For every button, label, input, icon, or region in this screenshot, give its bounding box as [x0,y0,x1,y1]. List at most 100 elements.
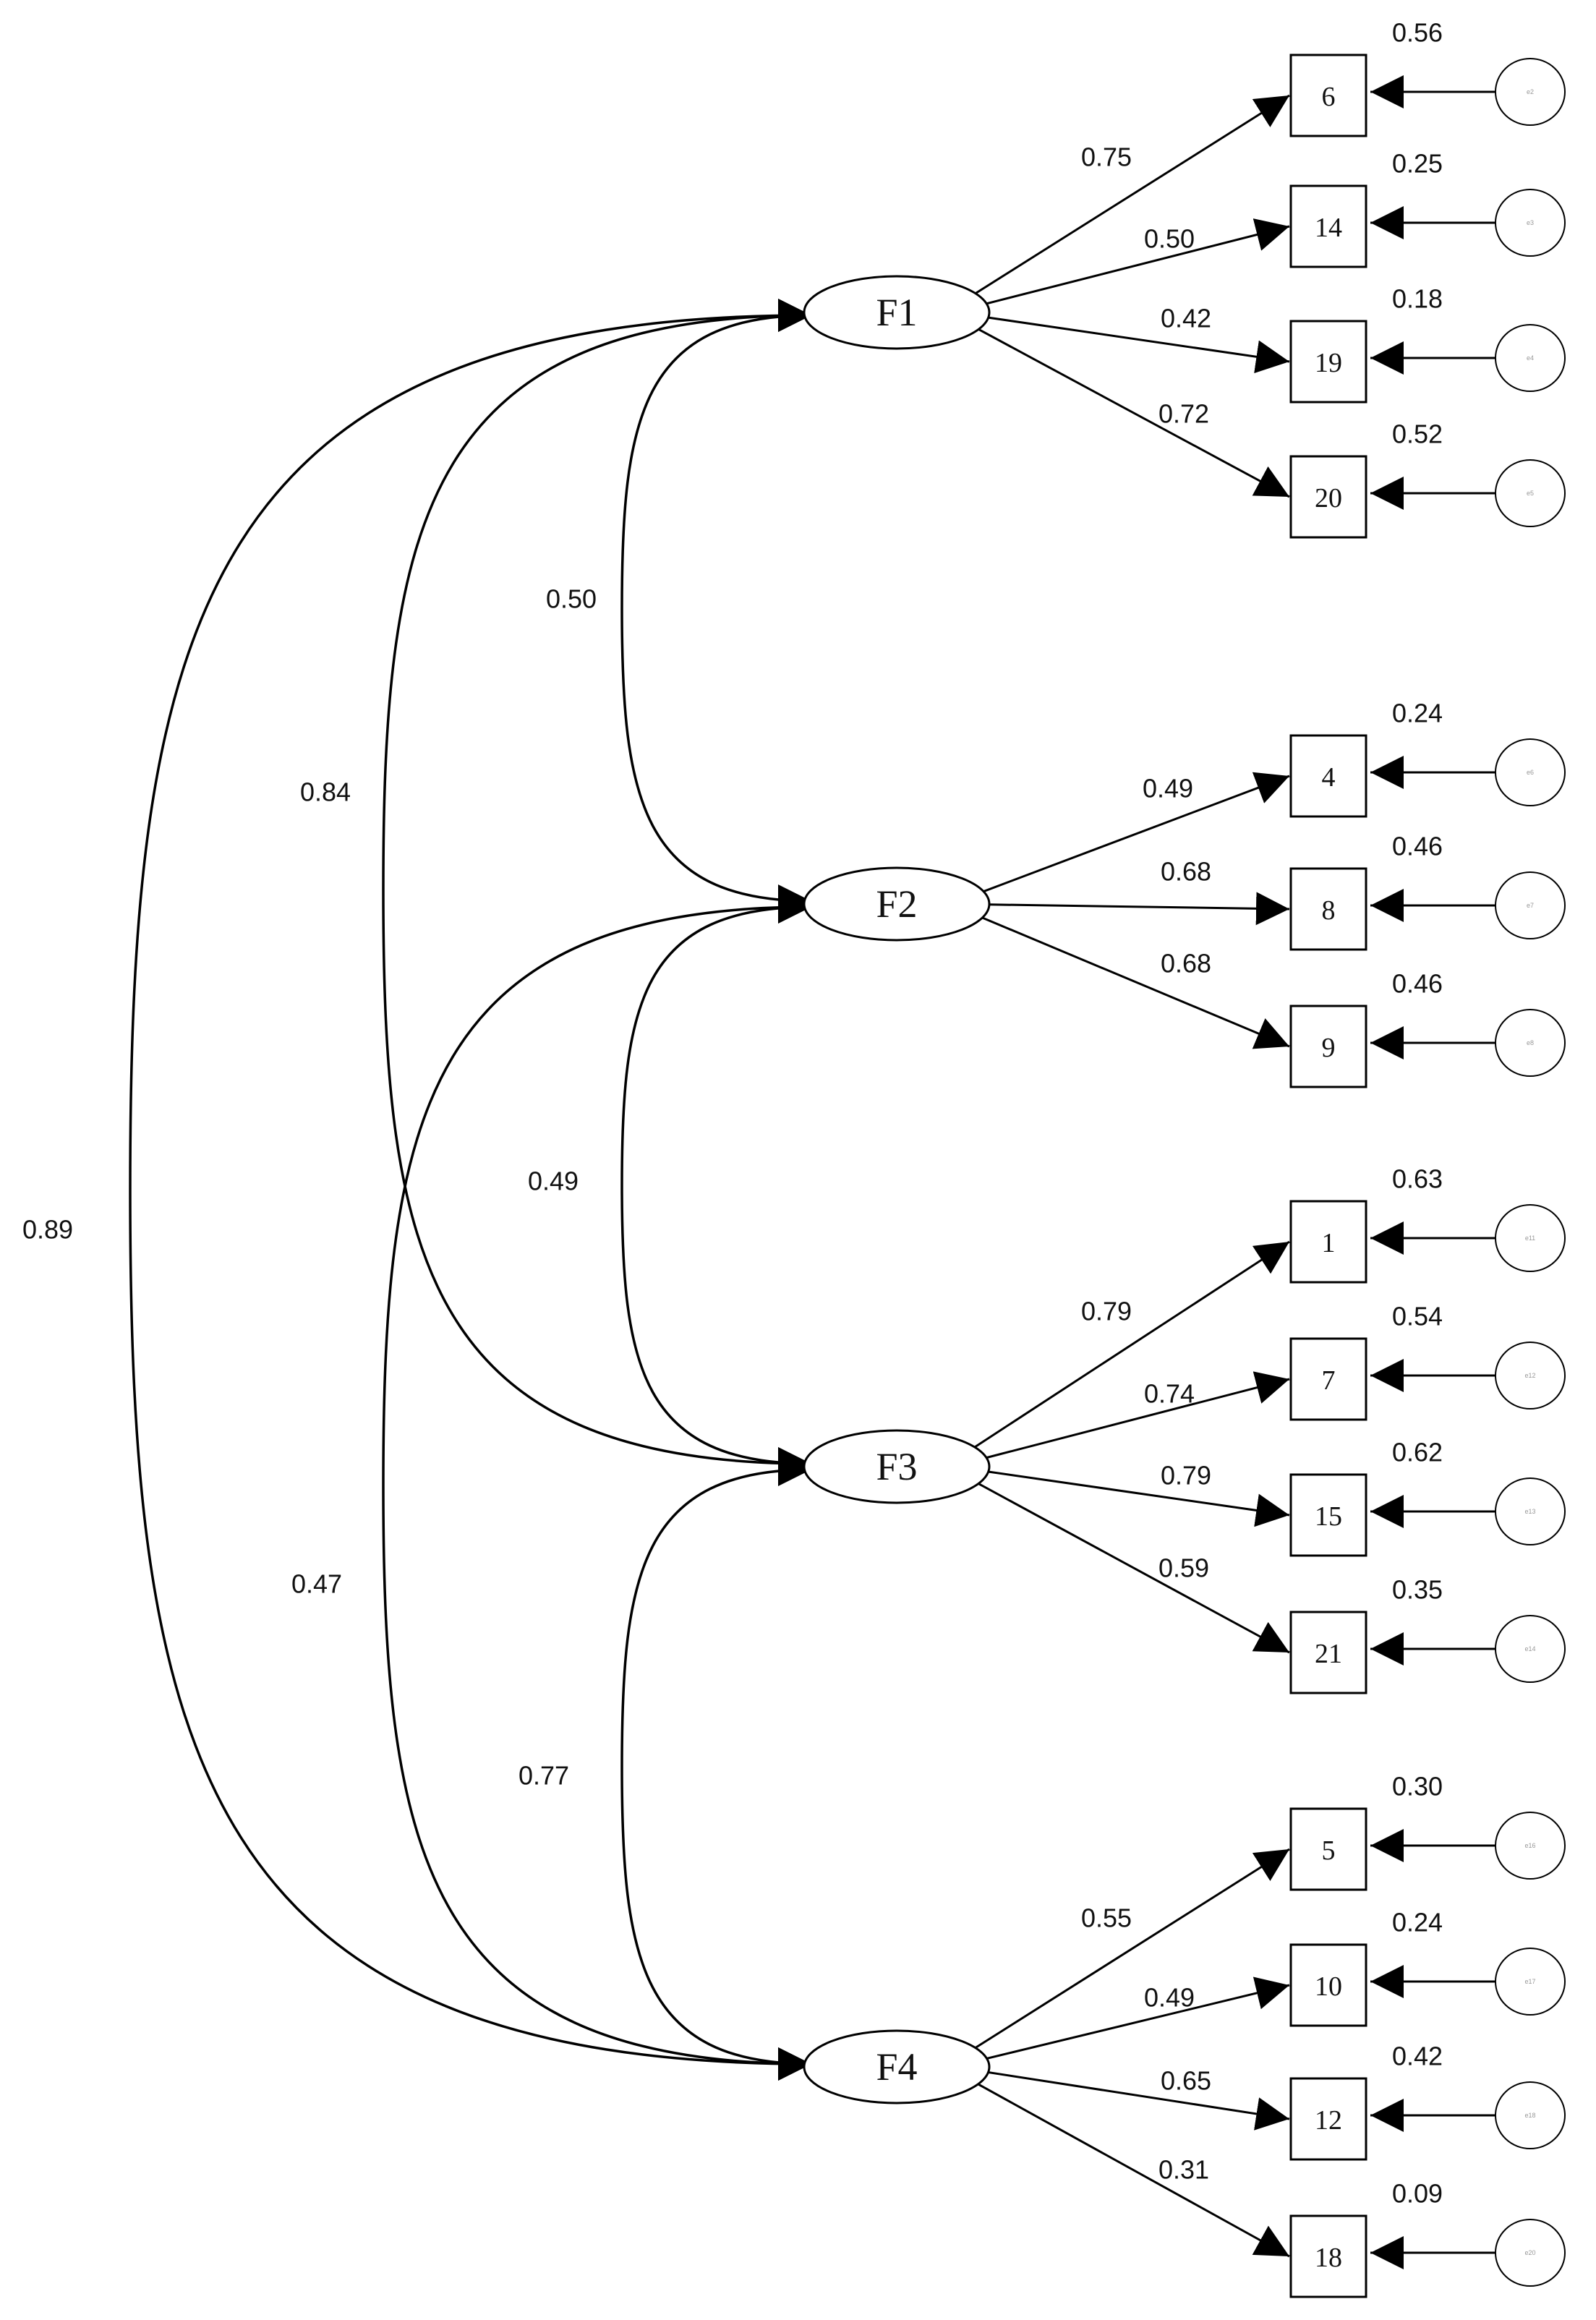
loading-label-F3-15: 0.79 [1161,1461,1211,1490]
correlation-label-F1-F3: 0.84 [300,777,351,807]
error-term-e8 [1495,1009,1566,1077]
loading-label-F1-20: 0.72 [1158,399,1209,429]
correlation-label-F2-F4: 0.47 [291,1569,342,1599]
item-label-12: 12 [1315,2105,1342,2136]
r-squared-label-15: 0.62 [1392,1438,1443,1467]
loading-label-F2-9: 0.68 [1161,949,1211,978]
item-label-19: 19 [1315,348,1342,378]
loading-label-F4-12: 0.65 [1161,2066,1211,2096]
loading-path-F4-12 [983,2070,1290,2131]
loading-path-F4-18 [974,2081,1290,2258]
item-label-8: 8 [1322,895,1336,926]
error-term-e20 [1495,2219,1566,2287]
r-squared-label-10: 0.24 [1392,1908,1443,1937]
error-label-e2: e2 [1527,88,1534,95]
factor-F1-label: F1 [876,291,917,334]
error-term-e11 [1495,1204,1566,1272]
loading-path-F1-14 [982,218,1290,306]
loading-label-F4-5: 0.55 [1081,1903,1132,1933]
loading-label-F1-19: 0.42 [1161,304,1211,333]
r-squared-label-21: 0.35 [1392,1575,1443,1605]
loading-paths [971,75,1495,2269]
loading-label-F4-10: 0.49 [1144,1983,1195,2013]
r-squared-label-6: 0.56 [1392,18,1443,48]
item-label-14: 14 [1315,213,1342,243]
item-box-5 [1289,1807,1367,1891]
loading-label-F1-14: 0.50 [1144,224,1195,254]
error-label-e5: e5 [1527,490,1534,497]
factor-F3-oval [803,1429,991,1504]
error-term-e6 [1495,738,1566,806]
item-box-4 [1289,734,1367,818]
r-squared-label-20: 0.52 [1392,419,1443,449]
correlation-curve-F1-F4 [129,299,812,2081]
diagram-nodes [803,54,1566,2298]
r-squared-label-5: 0.30 [1392,1772,1443,1801]
r-squared-label-7: 0.54 [1392,1302,1443,1331]
error-term-e12 [1495,1342,1566,1410]
item-box-19 [1289,320,1367,404]
error-term-e5 [1495,459,1566,527]
loading-label-F1-6: 0.75 [1081,142,1132,172]
r-squared-label-18: 0.09 [1392,2179,1443,2209]
error-label-e7: e7 [1527,902,1534,909]
loading-path-F3-1 [971,1240,1290,1450]
item-label-5: 5 [1322,1835,1336,1866]
item-box-18 [1289,2214,1367,2298]
loading-path-F1-20 [975,326,1290,498]
error-term-e18 [1495,2081,1566,2149]
item-label-10: 10 [1315,1971,1342,2002]
error-label-e8: e8 [1527,1039,1534,1046]
error-term-e14 [1495,1615,1566,1683]
loading-path-F3-7 [981,1371,1290,1460]
r-squared-label-9: 0.46 [1392,969,1443,999]
loading-path-F3-21 [975,1480,1290,1654]
error-term-e2 [1495,58,1566,126]
item-box-7 [1289,1337,1367,1421]
error-label-e11: e11 [1525,1234,1535,1242]
item-box-14 [1289,184,1367,268]
loading-path-F1-6 [972,94,1290,297]
error-term-e16 [1495,1812,1566,1880]
loading-label-F2-8: 0.68 [1161,857,1211,887]
item-box-21 [1289,1611,1367,1694]
item-label-15: 15 [1315,1501,1342,1532]
item-box-8 [1289,867,1367,951]
loading-path-F3-15 [983,1470,1290,1527]
item-box-1 [1289,1200,1367,1284]
correlation-label-F1-F2: 0.50 [546,584,597,614]
item-label-20: 20 [1315,483,1342,513]
loading-label-F4-18: 0.31 [1158,2155,1209,2185]
factor-F3-label: F3 [876,1445,917,1488]
factor-F2-oval [803,866,991,942]
item-label-7: 7 [1322,1365,1336,1396]
loading-path-F2-9 [978,915,1290,1049]
item-label-9: 9 [1322,1033,1336,1063]
loading-path-F2-8 [984,892,1290,926]
r-squared-label-12: 0.42 [1392,2042,1443,2071]
item-box-6 [1289,54,1367,137]
loading-label-F3-1: 0.79 [1081,1297,1132,1326]
correlation-curve-F3-F4 [620,1453,812,2081]
correlation-label-F2-F3: 0.49 [528,1167,579,1196]
error-label-e16: e16 [1524,1842,1535,1849]
error-label-e20: e20 [1524,2249,1535,2256]
item-label-1: 1 [1322,1228,1336,1258]
loading-path-F4-5 [972,1848,1290,2051]
factor-F2-label: F2 [876,882,917,926]
r-squared-label-14: 0.25 [1392,149,1443,179]
error-term-e13 [1495,1477,1566,1545]
item-label-18: 18 [1315,2243,1342,2273]
error-term-e7 [1495,871,1566,939]
item-box-12 [1289,2077,1367,2161]
error-label-e12: e12 [1524,1372,1535,1379]
correlation-curve-F2-F4 [382,890,812,2081]
error-term-e3 [1495,189,1566,257]
factor-F1-oval [803,275,991,350]
error-label-e14: e14 [1524,1645,1535,1652]
r-squared-label-19: 0.18 [1392,284,1443,314]
correlation-curve-F1-F2 [620,299,812,918]
correlation-label-F3-F4: 0.77 [519,1761,569,1791]
